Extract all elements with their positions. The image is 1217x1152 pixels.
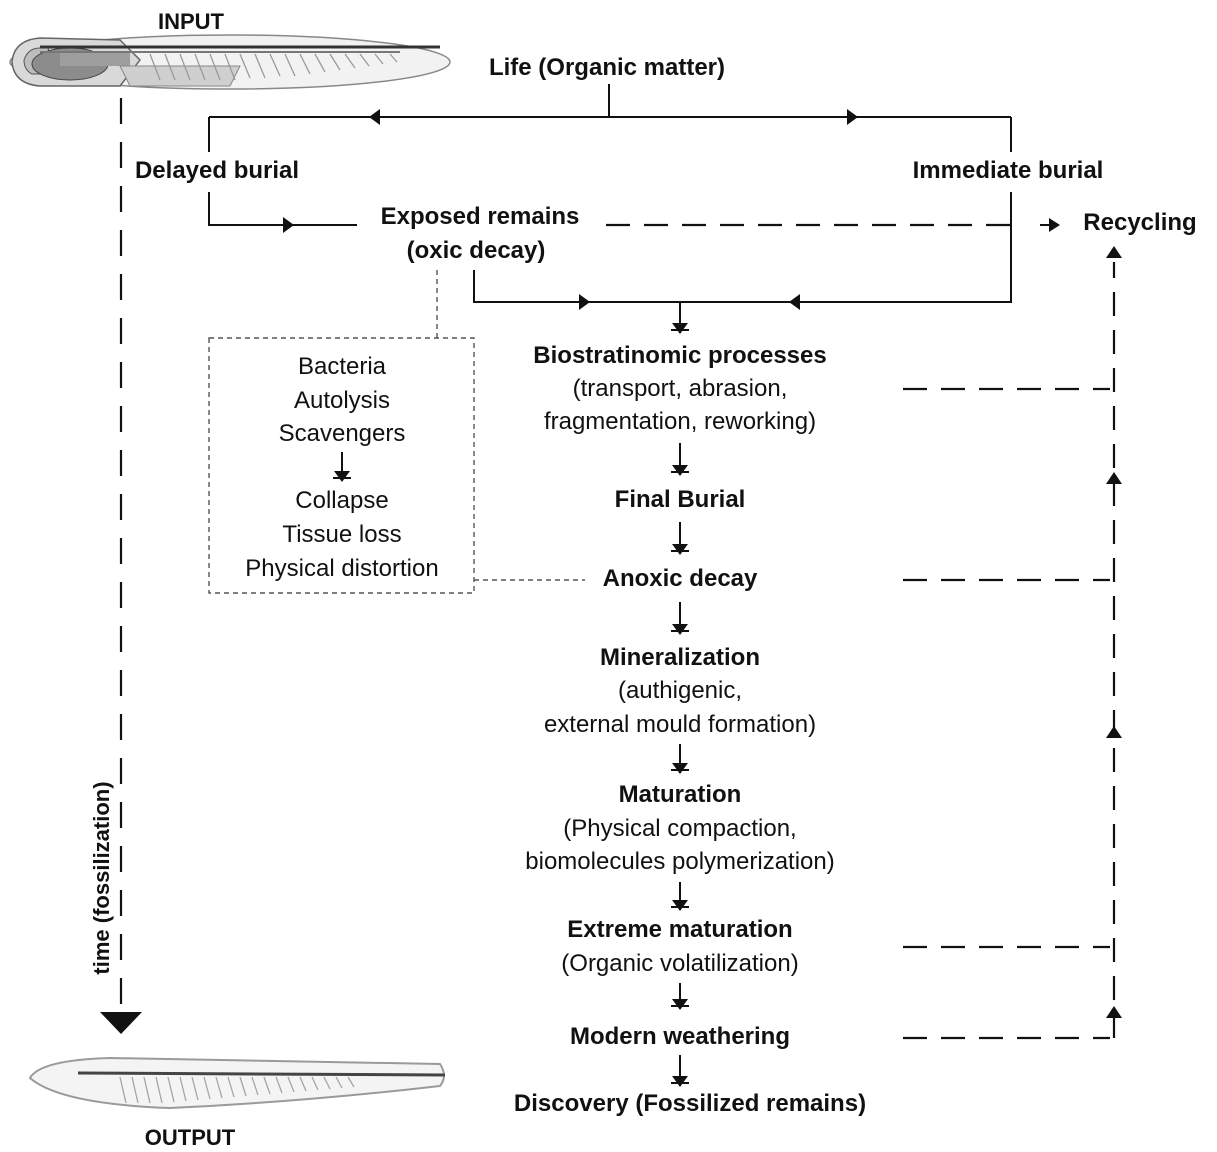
decay-item-physical-distortion: Physical distortion bbox=[245, 555, 438, 582]
biostratinomic-detail-1: (transport, abrasion, bbox=[573, 375, 788, 402]
recycling-return-arrow-top bbox=[1106, 246, 1122, 258]
input-label: INPUT bbox=[158, 9, 225, 34]
life-node: Life (Organic matter) bbox=[489, 54, 725, 81]
recycling-return-arrow-3 bbox=[1106, 726, 1122, 738]
anoxic-decay-node: Anoxic decay bbox=[603, 565, 758, 592]
immediate-merge-arrow bbox=[789, 294, 800, 310]
decay-box-arrow bbox=[333, 452, 351, 482]
chain-arrow-4 bbox=[671, 602, 689, 635]
chain-arrow-5 bbox=[671, 744, 689, 774]
time-axis-arrowhead bbox=[100, 1012, 142, 1034]
chain-arrow-7 bbox=[671, 983, 689, 1010]
discovery-node: Discovery (Fossilized remains) bbox=[514, 1090, 866, 1117]
mineralization-node: Mineralization bbox=[600, 644, 760, 671]
burial-merge-line bbox=[473, 192, 1012, 303]
branch-left-arrow bbox=[369, 109, 380, 125]
delayed-burial-node: Delayed burial bbox=[135, 157, 299, 184]
time-axis-label: time (fossilization) bbox=[89, 781, 114, 974]
delayed-to-exposed-arrow bbox=[283, 217, 294, 233]
immediate-burial-node: Immediate burial bbox=[913, 157, 1104, 184]
delayed-to-exposed-line bbox=[208, 192, 357, 226]
decay-item-collapse: Collapse bbox=[295, 487, 388, 514]
output-label: OUTPUT bbox=[145, 1125, 236, 1150]
extreme-maturation-detail: (Organic volatilization) bbox=[561, 950, 798, 977]
recycling-arrowhead bbox=[1049, 218, 1060, 232]
mineralization-detail-1: (authigenic, bbox=[618, 677, 742, 704]
extreme-maturation-node: Extreme maturation bbox=[567, 916, 792, 943]
mineralization-detail-2: external mould formation) bbox=[544, 711, 816, 738]
maturation-detail-1: (Physical compaction, bbox=[563, 815, 796, 842]
chain-arrow-1 bbox=[671, 302, 689, 334]
decay-item-autolysis: Autolysis bbox=[294, 387, 390, 414]
fish-larva-icon bbox=[9, 34, 451, 90]
branch-right-arrow bbox=[847, 109, 858, 125]
exposed-remains-node: Exposed remains bbox=[381, 203, 580, 230]
final-burial-node: Final Burial bbox=[615, 486, 746, 513]
chain-arrow-6 bbox=[671, 882, 689, 911]
recycling-return-arrow-2 bbox=[1106, 472, 1122, 484]
modern-weathering-node: Modern weathering bbox=[570, 1023, 790, 1050]
decay-item-tissue-loss: Tissue loss bbox=[282, 521, 401, 548]
decay-processes-box bbox=[208, 337, 475, 594]
biostratinomic-node: Biostratinomic processes bbox=[533, 342, 826, 369]
decay-item-bacteria: Bacteria bbox=[298, 353, 387, 380]
recycling-return-arrow-4 bbox=[1106, 1006, 1122, 1018]
chain-arrow-2 bbox=[671, 443, 689, 476]
maturation-detail-2: biomolecules polymerization) bbox=[525, 848, 834, 875]
maturation-node: Maturation bbox=[619, 781, 742, 808]
chain-arrow-8 bbox=[671, 1055, 689, 1087]
recycling-node: Recycling bbox=[1083, 209, 1196, 236]
biostratinomic-detail-2: fragmentation, reworking) bbox=[544, 408, 816, 435]
fossil-fish-icon bbox=[28, 1056, 446, 1110]
chain-arrow-3 bbox=[671, 522, 689, 555]
decay-item-scavengers: Scavengers bbox=[279, 420, 406, 447]
exposed-merge-arrow bbox=[579, 294, 590, 310]
oxic-decay-label: (oxic decay) bbox=[407, 237, 546, 264]
